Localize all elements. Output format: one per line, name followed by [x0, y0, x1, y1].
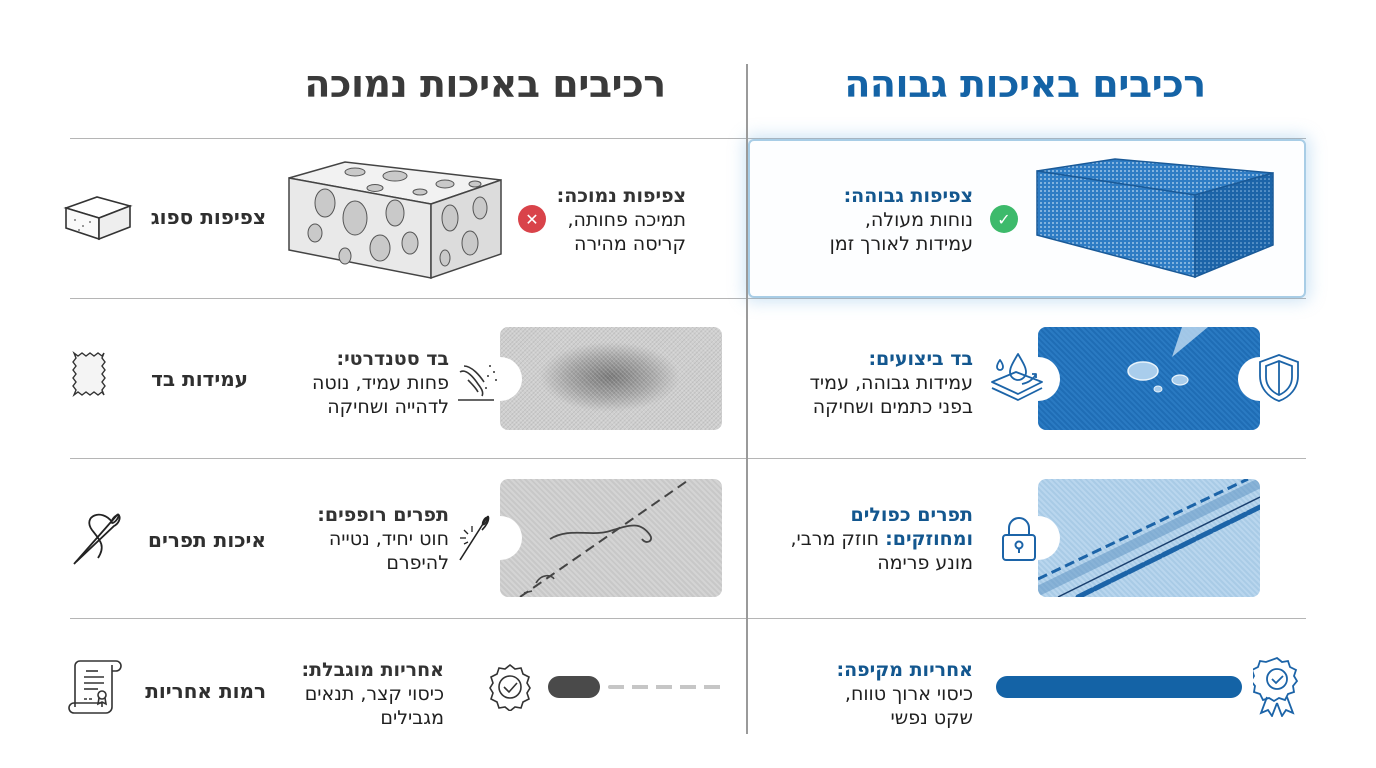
standard-fabric-text: בד סטנדרטי: פחות עמיד, נוטה לדהייה ושחיק… — [312, 347, 449, 419]
high-density-line-1: נוחות מעולה, — [864, 209, 973, 231]
category-fabric-durability: עמידות בד — [151, 367, 248, 391]
loose-seam-heading: תפרים רופפים: — [317, 504, 449, 526]
high-quality-title: רכיבים באיכות גבוהה — [844, 62, 1206, 106]
performance-fabric-heading: בד ביצועים: — [868, 348, 973, 370]
reinforced-seam-text: תפרים כפולים ומחוזקים: חוזק מרבי, מונע פ… — [790, 503, 973, 575]
loose-seam-line-2: להיפרם — [386, 552, 449, 574]
reinforced-seam-illustration — [1038, 479, 1260, 597]
divider-row-2 — [70, 458, 1306, 459]
shield-icon — [1256, 352, 1302, 404]
comprehensive-warranty-text: אחריות מקיפה: כיסוי ארוך טווח, שקט נפשי — [836, 658, 973, 730]
high-density-heading: צפיפות גבוהה: — [843, 185, 973, 207]
limited-warranty-text: אחריות מוגבלת: כיסוי קצר, תנאים מגבילים — [302, 658, 444, 730]
standard-fabric-line-1: פחות עמיד, נוטה — [312, 372, 449, 394]
award-ribbon-icon — [1253, 655, 1301, 717]
lock-icon — [1000, 515, 1038, 563]
loose-seam-text: תפרים רופפים: חוט יחיד, נטייה להיפרם — [317, 503, 449, 575]
reinforced-seam-line-1: מונע פרימה — [877, 552, 973, 574]
performance-fabric-line-2: בפני כתמים ושחיקה — [812, 396, 973, 418]
category-foam-density: צפיפות ספוג — [150, 205, 266, 229]
dense-foam-illustration — [1035, 157, 1275, 282]
porous-foam-illustration — [285, 158, 505, 280]
comprehensive-warranty-line-1: כיסוי ארוך טווח, — [844, 683, 973, 705]
warranty-bar-limited — [548, 676, 600, 698]
check-circle-icon: ✓ — [990, 205, 1018, 233]
water-repellent-icon — [988, 350, 1046, 402]
comprehensive-warranty-line-2: שקט נפשי — [890, 707, 974, 729]
broken-needle-icon — [454, 512, 494, 564]
low-quality-title: רכיבים באיכות נמוכה — [304, 62, 666, 106]
foam-block-icon — [63, 194, 133, 242]
reinforced-seam-heading: תפרים כפולים — [850, 504, 973, 526]
performance-fabric-line-1: עמידות גבוהה, עמיד — [809, 372, 973, 394]
warranty-bar-full — [996, 676, 1242, 698]
standard-fabric-line-2: לדהייה ושחיקה — [327, 396, 449, 418]
performance-fabric-text: בד ביצועים: עמידות גבוהה, עמיד בפני כתמי… — [810, 347, 973, 419]
low-density-heading: צפיפות נמוכה: — [556, 185, 686, 207]
x-circle-icon: ✕ — [518, 205, 546, 233]
category-seam-quality: איכות תפרים — [148, 528, 266, 552]
standard-fabric-illustration — [500, 327, 722, 430]
reinforced-seam-heading-2: ומחוזקים: — [885, 528, 973, 550]
fabric-swatch-icon — [70, 349, 108, 407]
high-density-text: צפיפות גבוהה: נוחות מעולה, עמידות לאורך … — [830, 184, 973, 256]
seal-check-icon — [486, 663, 534, 711]
low-density-line-1: תמיכה פחותה, — [567, 209, 686, 231]
limited-warranty-line-1: כיסוי קצר, תנאים — [304, 683, 444, 705]
performance-fabric-illustration — [1038, 327, 1260, 430]
limited-warranty-heading: אחריות מוגבלת: — [301, 659, 444, 681]
divider-row-3 — [70, 618, 1306, 619]
warranty-bar-remaining — [608, 685, 722, 689]
loose-seam-line-1: חוט יחיד, נטייה — [328, 528, 449, 550]
needle-thread-icon — [68, 508, 128, 568]
abrasion-icon — [454, 358, 500, 404]
divider-header — [70, 138, 1306, 139]
comprehensive-warranty-heading: אחריות מקיפה: — [836, 659, 973, 681]
category-warranty-levels: רמות אחריות — [145, 679, 266, 703]
high-density-line-2: עמידות לאורך זמן — [829, 233, 973, 255]
reinforced-seam-inline: חוזק מרבי, — [790, 528, 880, 550]
low-density-line-2: קריסה מהירה — [574, 233, 686, 255]
low-density-text: צפיפות נמוכה: תמיכה פחותה, קריסה מהירה — [557, 184, 686, 256]
standard-fabric-heading: בד סטנדרטי: — [336, 348, 449, 370]
limited-warranty-line-2: מגבילים — [380, 707, 444, 729]
loose-seam-illustration — [500, 479, 722, 597]
divider-row-1 — [70, 298, 1306, 299]
certificate-scroll-icon — [68, 657, 124, 717]
column-divider — [746, 64, 748, 734]
